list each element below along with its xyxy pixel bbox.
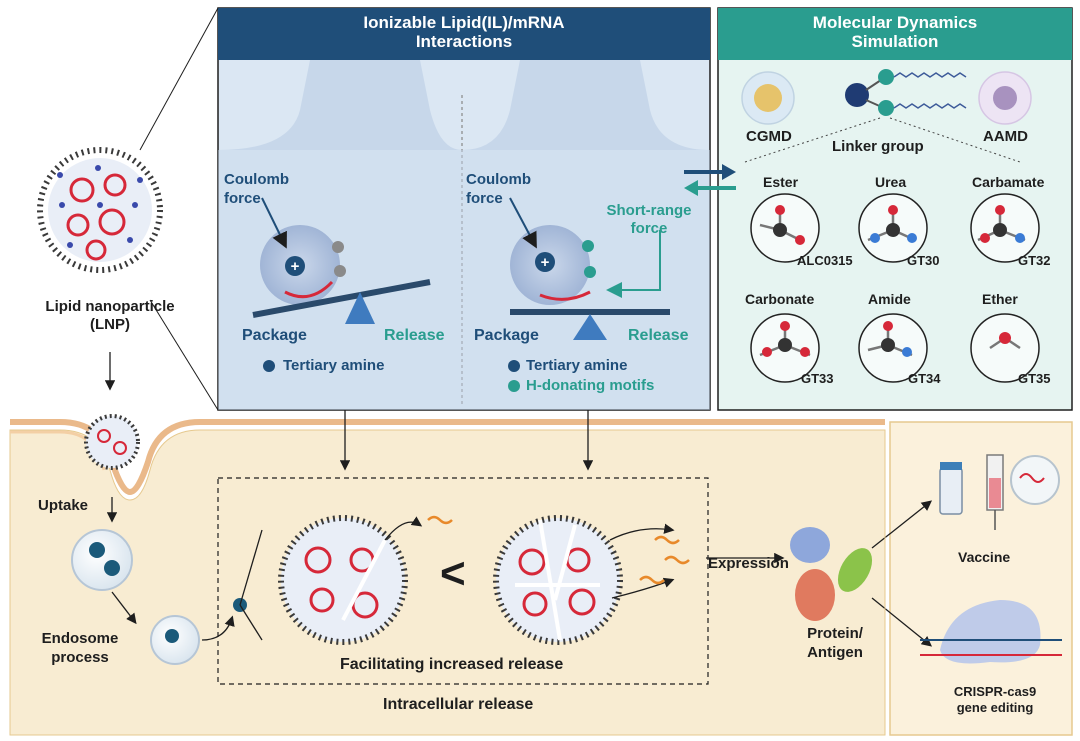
md-title-line1: Molecular Dynamics	[812, 13, 978, 32]
endosome-line2: process	[51, 649, 109, 666]
linker-name-carbonate: Carbonate	[745, 291, 815, 307]
crispr-line2: gene editing	[956, 700, 1034, 715]
svg-text:+: +	[541, 254, 550, 271]
coulomb-left-line2: force	[224, 190, 261, 207]
linker-code-alc0315: ALC0315	[797, 253, 853, 268]
short-range-force: Short-range force	[592, 202, 706, 238]
cgmd-label: CGMD	[746, 128, 792, 145]
legend-hdonor: H-donating motifs	[526, 377, 655, 394]
legend-amine-left: Tertiary amine	[283, 357, 385, 374]
intracellular-label: Intracellular release	[383, 696, 534, 713]
coulomb-right-line1: Coulomb	[466, 171, 531, 188]
lnp-uptake	[84, 414, 140, 470]
linker-code-gt30: GT30	[907, 253, 940, 268]
linker-name-carbamate: Carbamate	[972, 174, 1045, 190]
package-left: Package	[242, 327, 307, 344]
crispr-label: CRISPR-cas9 gene editing	[930, 684, 1060, 716]
coulomb-left-line1: Coulomb	[224, 171, 289, 188]
exchange-arrows	[684, 164, 736, 196]
interactions-title-line1: Ionizable Lipid(IL)/mRNA	[363, 13, 565, 32]
vaccine-label: Vaccine	[958, 549, 1011, 565]
expression-label: Expression	[708, 555, 789, 572]
linker-name-amide: Amide	[868, 291, 911, 307]
package-right: Package	[474, 327, 539, 344]
md-title: Molecular Dynamics Simulation	[718, 13, 1072, 51]
lnp-particle	[37, 147, 163, 273]
legend-amine-right: Tertiary amine	[526, 357, 628, 374]
uptake-label: Uptake	[38, 497, 89, 514]
endosome-small	[150, 615, 200, 665]
coulomb-force-right: Coulomb force	[466, 170, 531, 208]
coulomb-force-left: Coulomb force	[224, 170, 289, 208]
lnp-release-left	[278, 515, 423, 645]
protein-antigen	[790, 527, 873, 621]
linker-code-gt33: GT33	[801, 371, 834, 386]
interaction-left-scene: +	[252, 197, 431, 324]
protein-antigen-label: Protein/ Antigen	[790, 624, 880, 662]
endosome	[71, 529, 133, 591]
facilitating-label: Facilitating increased release	[340, 656, 564, 673]
escape-point	[233, 529, 263, 641]
legend-hdonor-dot	[508, 380, 520, 392]
interactions-title: Ionizable Lipid(IL)/mRNA Interactions	[218, 13, 710, 51]
linker-code-gt35: GT35	[1018, 371, 1051, 386]
less-than-symbol: <	[440, 549, 466, 598]
crispr-illustration	[920, 600, 1062, 664]
short-range-line2: force	[630, 220, 668, 237]
legend-amine-dot-left	[263, 360, 275, 372]
crispr-line1: CRISPR-cas9	[953, 684, 1037, 699]
short-range-line1: Short-range	[606, 202, 692, 219]
legend-amine-dot-right	[508, 360, 520, 372]
md-title-line2: Simulation	[851, 32, 939, 51]
coulomb-right-line2: force	[466, 190, 503, 207]
linker-name-ether: Ether	[982, 291, 1018, 307]
linker-code-gt32: GT32	[1018, 253, 1051, 268]
protein-line1: Protein/	[807, 625, 863, 642]
aamd-label: AAMD	[983, 128, 1028, 145]
endosome-line1: Endosome	[41, 630, 119, 647]
linker-code-gt34: GT34	[908, 371, 941, 386]
md-molecules	[741, 69, 1032, 163]
release-right: Release	[628, 327, 689, 344]
linker-atoms	[762, 205, 1025, 357]
protein-line2: Antigen	[807, 644, 863, 661]
interaction-right-scene: +	[509, 197, 670, 340]
linker-name-ester: Ester	[763, 174, 799, 190]
endosome-label: Endosome process	[30, 629, 130, 667]
mrna-strands	[427, 515, 690, 585]
lnp-release-right	[493, 515, 675, 645]
lnp-label-line1: Lipid nanoparticle	[45, 298, 175, 315]
lnp-label: Lipid nanoparticle (LNP)	[30, 298, 190, 334]
linker-group-label: Linker group	[832, 138, 924, 155]
lnp-label-line2: (LNP)	[90, 316, 130, 333]
linker-name-urea: Urea	[875, 174, 907, 190]
interactions-title-line2: Interactions	[415, 32, 513, 51]
release-box	[217, 477, 709, 685]
svg-text:+: +	[291, 258, 300, 275]
vaccine-illustration	[939, 454, 1060, 530]
interaction-panel	[217, 7, 711, 411]
release-left: Release	[384, 327, 445, 344]
